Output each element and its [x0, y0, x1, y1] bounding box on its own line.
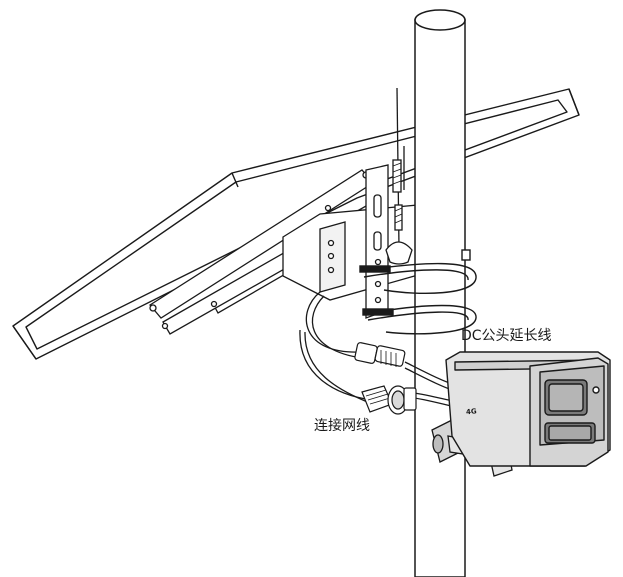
- camera-4g-badge: 4G: [466, 407, 478, 416]
- cables: [299, 291, 461, 409]
- dc-connector: [354, 342, 406, 367]
- mounting-bracket: [282, 164, 419, 319]
- dc-extension-label: DC公头延长线: [461, 328, 552, 344]
- pole: [414, 9, 466, 577]
- network-connector: [361, 385, 417, 415]
- antenna: [385, 87, 413, 265]
- u-bolt-clamps: [359, 249, 477, 335]
- camera: [445, 351, 611, 467]
- network-cable-label: 连接网线: [314, 418, 370, 434]
